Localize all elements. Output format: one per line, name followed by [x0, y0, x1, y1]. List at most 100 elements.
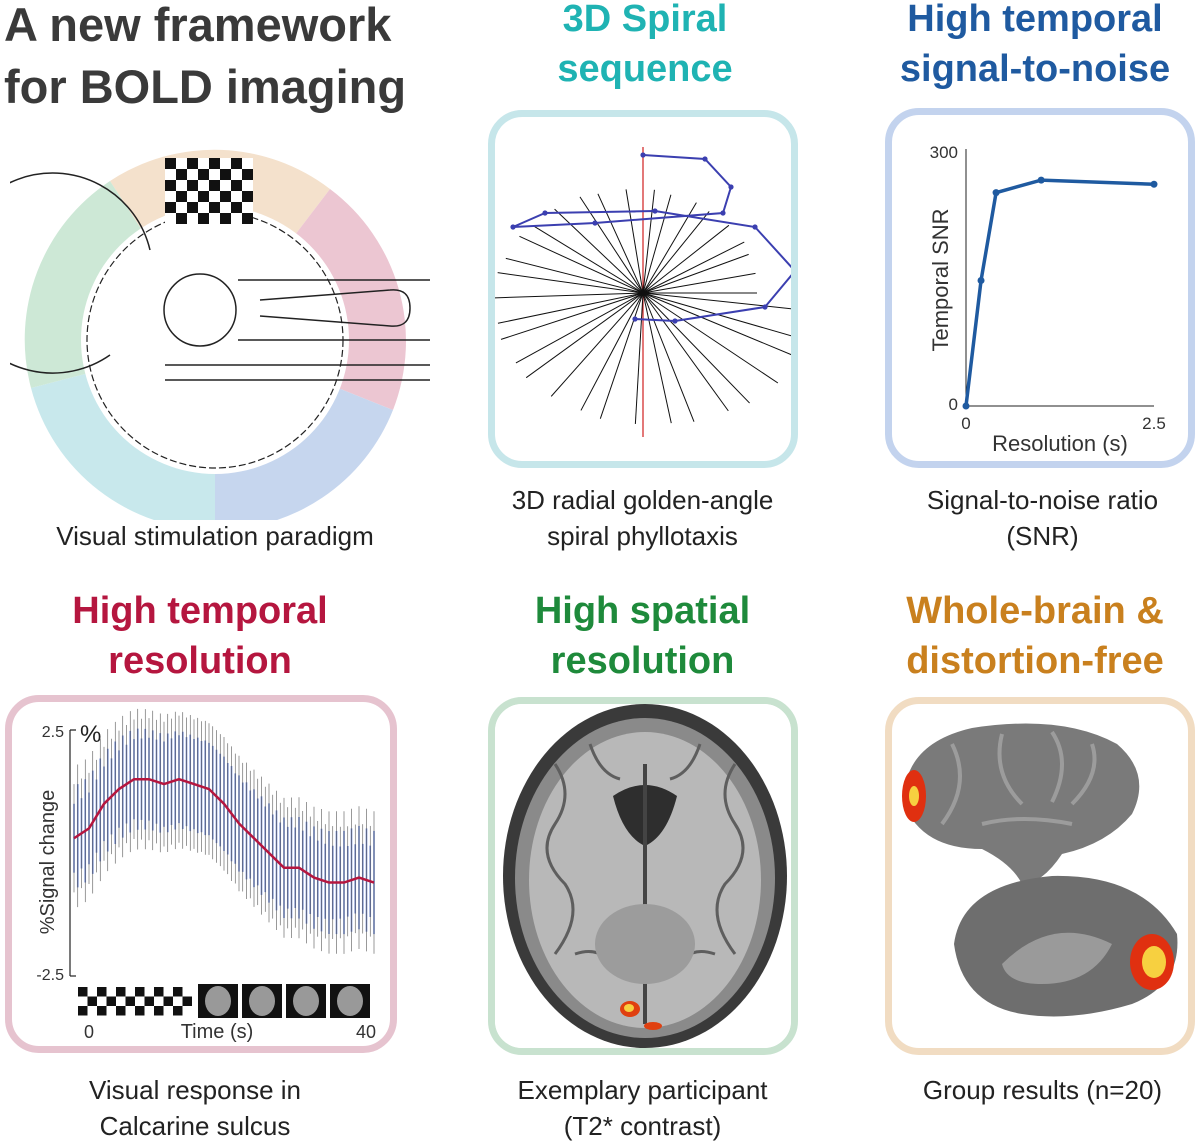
- activation-blob: [620, 1001, 662, 1030]
- spiral-phyllotaxis-figure: [495, 147, 791, 437]
- stim-oval: [205, 986, 231, 1016]
- spatial-title-line2: resolution: [550, 640, 735, 682]
- snr-point: [992, 189, 1000, 197]
- stim-oval: [293, 986, 319, 1016]
- spiral-node: [640, 152, 646, 158]
- snr-point: [1150, 180, 1158, 188]
- spiral-spoke: [554, 208, 644, 294]
- snr-caption-line1: Signal-to-noise ratio: [926, 485, 1159, 515]
- spiral-spoke: [642, 189, 655, 294]
- spiral-spoke: [642, 272, 756, 294]
- tc-xtick-left: 0: [84, 1022, 94, 1042]
- spiral-spoke: [497, 292, 644, 324]
- spiral-spoke: [642, 292, 791, 310]
- spiral-spoke: [597, 193, 644, 294]
- snr-xtick-right: 2.5: [1142, 414, 1166, 433]
- spiral-spoke: [550, 292, 644, 397]
- spiral-spoke: [642, 224, 730, 294]
- spiral-node: [752, 224, 758, 230]
- spiral-spoke: [642, 253, 749, 294]
- main-title-line1: A new framework: [4, 0, 392, 51]
- spiral-spoke: [519, 235, 644, 294]
- spiral-spoke: [599, 292, 644, 419]
- spiral-spoke: [495, 292, 644, 299]
- snr-caption: Signal-to-noise ratio (SNR): [870, 482, 1200, 554]
- stimulation-caption: Visual stimulation paradigm: [56, 521, 374, 551]
- spiral-caption-line1: 3D radial golden-angle: [511, 485, 774, 515]
- snr-xlabel: Resolution (s): [992, 431, 1128, 456]
- tc-ytick-top: 2.5: [42, 724, 64, 741]
- temporal-caption: Visual response in Calcarine sulcus: [20, 1072, 370, 1144]
- wholebrain-title: Whole-brain & distortion-free: [870, 586, 1200, 686]
- spiral-spoke: [642, 292, 729, 412]
- spiral-spoke: [642, 292, 791, 356]
- spatial-caption-line1: Exemplary participant: [517, 1075, 768, 1105]
- timecourse-chart: 2.5 -2.5 % %Signal change 0 40 Time (s): [36, 708, 376, 1043]
- snr-series-line: [964, 178, 1155, 407]
- spiral-caption: 3D radial golden-angle spiral phyllotaxi…: [470, 482, 815, 554]
- snr-point: [977, 277, 985, 284]
- snr-ytick-bottom: 0: [949, 395, 958, 414]
- group-results-panel: [885, 697, 1195, 1055]
- spatial-title: High spatial resolution: [470, 586, 815, 686]
- ring-segment-bottomright: [215, 382, 393, 520]
- temporal-caption-line1: Visual response in: [89, 1075, 301, 1105]
- spiral-node: [542, 210, 548, 216]
- spiral-spoke: [532, 225, 644, 294]
- stimulation-ring: [10, 149, 430, 520]
- spiral-spoke: [497, 272, 644, 294]
- wholebrain-title-line2: distortion-free: [906, 640, 1164, 682]
- spiral-spoke: [642, 292, 695, 422]
- stimulation-diagram: [10, 140, 430, 520]
- tc-unit: %: [80, 721, 101, 748]
- timecourse-panel: 2.5 -2.5 % %Signal change 0 40 Time (s): [5, 695, 397, 1053]
- wholebrain-title-line1: Whole-brain &: [906, 590, 1164, 632]
- spiral-node: [652, 208, 658, 214]
- spiral-node: [720, 210, 726, 216]
- inflated-brain-surfaces-image: [902, 723, 1178, 1017]
- spiral-title-line2: sequence: [557, 48, 733, 90]
- spiral-node: [728, 184, 734, 190]
- spiral-spoke: [580, 292, 644, 411]
- spiral-spoke: [642, 211, 710, 294]
- snr-point: [962, 402, 970, 410]
- spiral-panel: [488, 110, 798, 468]
- spiral-spoke: [642, 292, 791, 337]
- snr-panel: 300 0 0 2.5 Resolution (s) Temporal SNR: [885, 108, 1195, 468]
- temporal-title: High temporal resolution: [20, 586, 380, 686]
- spiral-spoke: [642, 292, 750, 404]
- spiral-node: [510, 224, 516, 230]
- spiral-node: [592, 220, 598, 226]
- ring-segment-left: [24, 181, 151, 388]
- medial-brain-surface: [954, 875, 1178, 1017]
- snr-title-line2: signal-to-noise: [899, 48, 1171, 90]
- stimulus-timeline: [78, 984, 370, 1018]
- spiral-title-line1: 3D Spiral: [562, 0, 728, 40]
- wholebrain-caption: Group results (n=20): [922, 1075, 1163, 1105]
- spiral-node: [672, 318, 678, 324]
- spiral-spoke: [505, 257, 644, 294]
- snr-ylabel: Temporal SNR: [928, 208, 953, 351]
- spiral-spoke: [634, 292, 644, 424]
- spiral-spoke: [642, 292, 779, 384]
- snr-point: [1037, 176, 1045, 184]
- snr-title-line1: High temporal: [907, 0, 1163, 40]
- snr-caption-line2: (SNR): [1006, 521, 1079, 551]
- scanner-outline: [10, 172, 430, 381]
- tc-mean-line: [73, 777, 375, 884]
- temporal-title-line1: High temporal: [72, 590, 328, 632]
- spatial-caption-line2: (T2* contrast): [563, 1111, 722, 1141]
- spatial-title-line1: High spatial: [534, 590, 751, 632]
- ring-segment-topright: [285, 189, 406, 410]
- stim-oval: [249, 986, 275, 1016]
- spiral-spoke: [515, 292, 644, 364]
- brain-axial-slice-image: [495, 704, 791, 1048]
- brain-slice-panel: [488, 697, 798, 1055]
- spiral-spoke: [500, 292, 644, 340]
- temporal-title-line2: resolution: [108, 640, 292, 682]
- snr-xtick-left: 0: [961, 414, 970, 433]
- tc-xlabel: Time (s): [181, 1021, 254, 1043]
- ring-segment-bottom: [31, 369, 215, 520]
- spiral-node: [762, 304, 768, 310]
- spiral-title: 3D Spiral sequence: [480, 0, 810, 94]
